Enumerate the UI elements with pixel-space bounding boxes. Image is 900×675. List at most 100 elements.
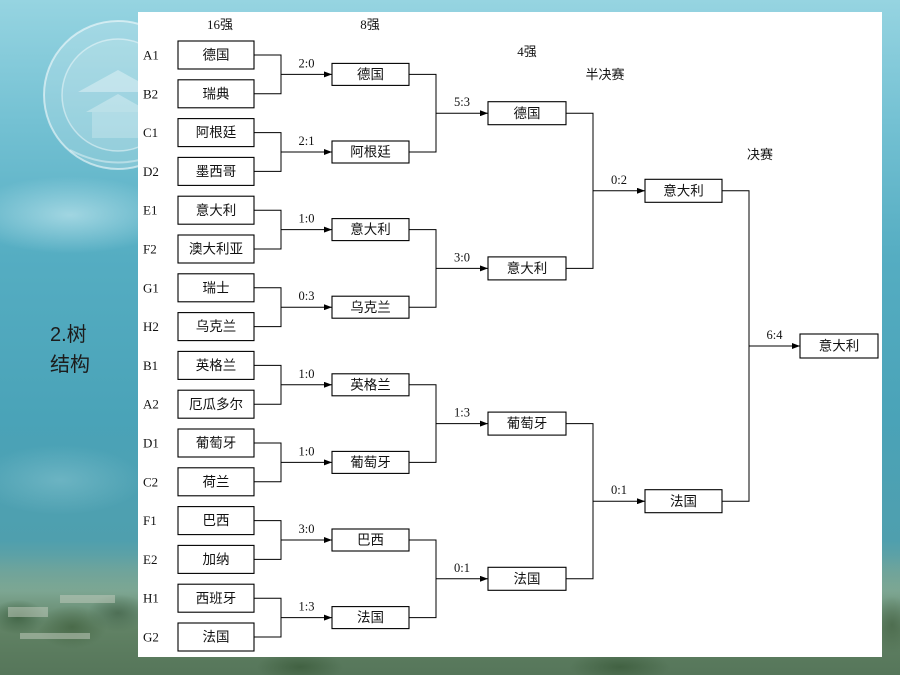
- match-score: 0:1: [611, 483, 627, 497]
- team-name: 法国: [670, 494, 697, 509]
- bracket-connector: [566, 423, 594, 580]
- team-box: [799, 333, 879, 359]
- group-seed-label: E2: [143, 552, 157, 567]
- group-seed-label: D2: [143, 164, 159, 179]
- team-name: 瑞士: [203, 280, 230, 295]
- team-name: 法国: [514, 571, 541, 586]
- group-seed-label: A1: [143, 48, 159, 63]
- team-name: 意大利: [663, 182, 704, 198]
- round-labels: 16强 8强 4强 半决赛 决赛: [207, 17, 773, 162]
- team-box: [177, 273, 255, 303]
- team-name: 葡萄牙: [196, 436, 237, 451]
- match-score: 1:3: [454, 406, 470, 420]
- team-box: [177, 40, 255, 70]
- team-name: 英格兰: [196, 357, 237, 373]
- match-score: 1:0: [299, 212, 315, 226]
- team-name: 澳大利亚: [189, 242, 243, 257]
- group-seed-label: D1: [143, 436, 159, 451]
- bracket-connector: [254, 209, 282, 250]
- group-seed-label: H2: [143, 319, 159, 334]
- team-box: [177, 622, 255, 652]
- team-name: 加纳: [203, 552, 230, 567]
- university-seal-watermark: [43, 20, 140, 170]
- team-box: [177, 506, 255, 536]
- team-name: 法国: [203, 630, 230, 645]
- team-box: [177, 544, 255, 574]
- team-box: [177, 583, 255, 613]
- team-name: 葡萄牙: [350, 455, 391, 470]
- team-name: 瑞典: [203, 86, 230, 101]
- team-name: 阿根廷: [196, 125, 237, 140]
- round-label-final: 决赛: [747, 147, 773, 162]
- team-box: [177, 428, 255, 458]
- group-seed-label: G2: [143, 630, 159, 645]
- team-name: 意大利: [350, 221, 391, 237]
- team-name: 巴西: [357, 533, 384, 548]
- bracket-connector: [409, 384, 437, 463]
- slide-heading-line2: 结构: [50, 354, 90, 376]
- team-box: [177, 156, 255, 186]
- group-seed-label: C1: [143, 125, 158, 140]
- bracket-connector: [409, 539, 437, 619]
- team-name: 葡萄牙: [507, 416, 548, 431]
- team-name: 德国: [357, 67, 384, 82]
- match-score: 1:3: [299, 600, 315, 614]
- match-score: 3:0: [299, 522, 315, 536]
- team-name: 阿根廷: [350, 145, 391, 160]
- group-seed-label: E1: [143, 203, 157, 218]
- round-label-16: 16强: [207, 17, 233, 32]
- team-name: 西班牙: [196, 591, 237, 606]
- bracket-connector: [254, 287, 282, 328]
- match-score: 5:3: [454, 95, 470, 109]
- team-box: [177, 79, 255, 109]
- team-name: 乌克兰: [196, 319, 237, 334]
- round-label-4: 4强: [517, 44, 537, 59]
- bracket-connector: [254, 54, 282, 95]
- team-name: 法国: [357, 610, 384, 625]
- group-seed-label: C2: [143, 474, 158, 489]
- round-label-semifinal: 半决赛: [585, 67, 624, 82]
- group-seed-label: B2: [143, 86, 158, 101]
- team-name: 墨西哥: [196, 164, 237, 179]
- bracket-connector: [254, 364, 282, 405]
- team-box: [177, 118, 255, 148]
- team-box: [177, 195, 255, 225]
- group-seed-label: F2: [143, 242, 157, 257]
- bracket-connector: [722, 190, 750, 502]
- match-score: 1:0: [299, 444, 315, 458]
- bracket-content: A1B2C1D2E1F2G1H2B1A2D1C2F1E2H1G2德国瑞典阿根廷墨…: [143, 40, 879, 652]
- bracket-connector: [254, 132, 282, 172]
- group-seed-label: G1: [143, 280, 159, 295]
- team-box: [177, 312, 255, 342]
- team-name: 巴西: [203, 513, 230, 528]
- match-score: 6:4: [767, 328, 784, 342]
- team-name: 荷兰: [203, 474, 230, 489]
- match-score: 2:1: [299, 134, 315, 148]
- team-box: [177, 467, 255, 497]
- bracket-connector: [254, 442, 282, 483]
- match-score: 1:0: [299, 367, 315, 381]
- group-seed-label: H1: [143, 591, 159, 606]
- team-box: [177, 350, 255, 380]
- team-name: 厄瓜多尔: [189, 396, 243, 412]
- group-seed-label: B1: [143, 358, 158, 373]
- match-score: 2:0: [299, 56, 315, 70]
- bracket-connector: [254, 520, 282, 560]
- team-name: 乌克兰: [350, 300, 391, 315]
- team-name: 英格兰: [350, 376, 391, 392]
- team-name: 意大利: [196, 202, 237, 218]
- team-name: 意大利: [819, 338, 860, 354]
- bracket-connector: [566, 112, 594, 269]
- team-name: 德国: [203, 48, 230, 63]
- bracket-connector: [254, 597, 282, 638]
- group-seed-label: A2: [143, 397, 159, 412]
- match-score: 0:2: [611, 173, 627, 187]
- team-name: 德国: [514, 106, 541, 121]
- match-score: 3:0: [454, 250, 470, 264]
- slide-heading-line1: 2.树: [50, 324, 87, 346]
- team-name: 意大利: [507, 260, 548, 276]
- slide-heading: 2.树 结构: [50, 320, 90, 380]
- match-score: 0:3: [299, 289, 315, 303]
- bracket-connector: [409, 229, 437, 308]
